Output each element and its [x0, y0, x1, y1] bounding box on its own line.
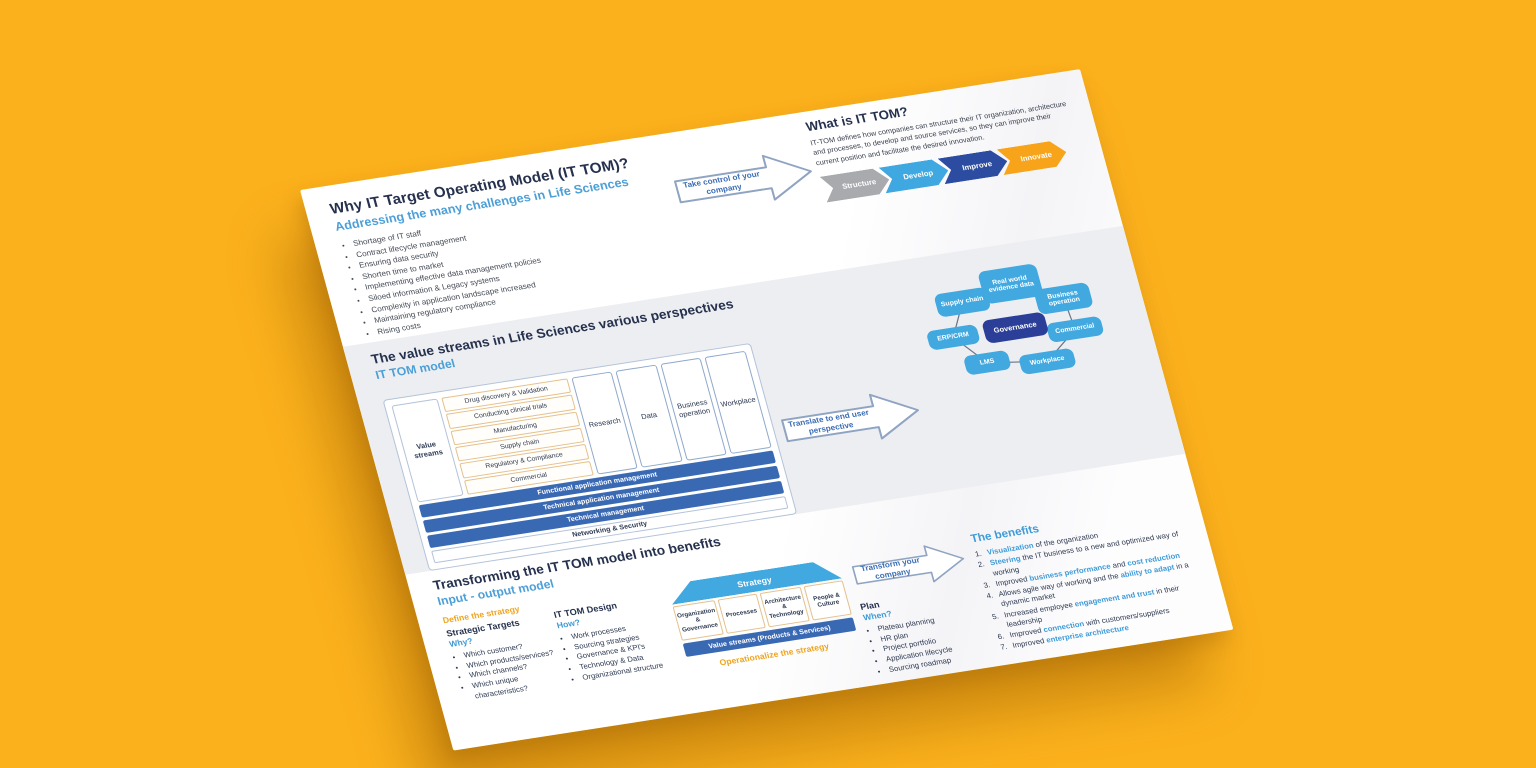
- governance-ring-diagram: Supply chain Real world evidence data Bu…: [900, 246, 1146, 412]
- strategy-house-diagram: Strategy Organization & Governance Proce…: [666, 555, 870, 705]
- transform-arrow: Transform your company: [846, 535, 972, 598]
- section-transforming: Transforming the IT TOM model into benef…: [405, 454, 1233, 751]
- chevron-innovate: Innovate: [997, 139, 1070, 175]
- poster-sheet: Why IT Target Operating Model (IT TOM)? …: [300, 69, 1234, 751]
- chevron-improve: Improve: [938, 148, 1011, 184]
- take-control-arrow: Take control of your company: [667, 145, 821, 218]
- section-why-what: Why IT Target Operating Model (IT TOM)? …: [300, 69, 1123, 347]
- it-tom-design-column: IT TOM Design How? Work processes Sourci…: [550, 583, 690, 723]
- benefits-column: The benefits 1. Visualization of the org…: [970, 501, 1214, 657]
- transforming-columns: Define the strategy Strategic Targets Wh…: [442, 501, 1214, 739]
- pillar-organization-governance: Organization & Governance: [672, 600, 724, 641]
- arrow-right-outline-icon: [673, 154, 812, 204]
- it-tom-design-list: Work processes Sourcing strategies Gover…: [559, 618, 679, 685]
- plan-column: Transform your company Plan When? Platea…: [846, 535, 994, 676]
- translate-arrow: Translate to end user perspective: [774, 385, 928, 456]
- section-value-streams: The value streams in Life Sciences vario…: [342, 225, 1186, 575]
- strategic-targets-column: Define the strategy Strategic Targets Wh…: [442, 600, 574, 739]
- chevron-structure: Structure: [820, 167, 893, 203]
- pillar-processes: Processes: [717, 593, 767, 634]
- arrow-right-outline-icon: [851, 545, 965, 585]
- value-stream-stack: Drug discovery & Validation Conducting c…: [441, 378, 594, 495]
- pillar-architecture-technology: Architecture & Technology: [759, 586, 810, 628]
- what-is-it-tom-block: What is IT TOM? IT-TOM defines how compa…: [804, 79, 1089, 202]
- pillar-people-culture: People & Culture: [803, 580, 852, 621]
- arrow-right-outline-icon: [781, 393, 919, 443]
- chevron-develop: Develop: [879, 157, 952, 193]
- strategic-targets-list: Which customer? Which products/services?…: [452, 638, 564, 704]
